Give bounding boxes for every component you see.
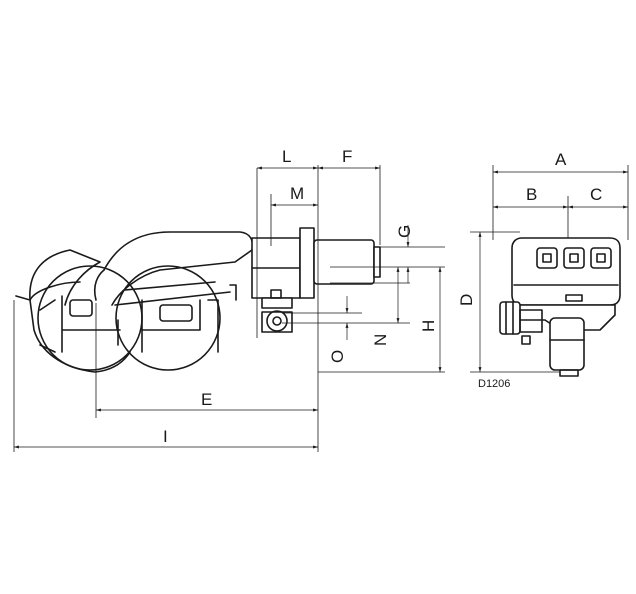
- label-E: E: [201, 390, 212, 409]
- label-B: B: [526, 185, 537, 204]
- label-C: C: [590, 185, 602, 204]
- drawing-code: D1206: [478, 378, 510, 390]
- label-D: D: [457, 294, 476, 306]
- front-view: [499, 237, 621, 377]
- label-F: F: [342, 147, 352, 166]
- label-O: O: [328, 350, 347, 363]
- label-I: I: [163, 427, 168, 446]
- dimension-lines-side: [13, 165, 445, 452]
- label-L: L: [282, 147, 291, 166]
- label-N: N: [371, 334, 390, 346]
- label-M: M: [290, 184, 304, 203]
- side-view: [15, 227, 381, 373]
- label-H: H: [419, 320, 438, 332]
- dimension-labels: L F M E I A B C G N O H D D1206: [163, 147, 602, 446]
- dimension-lines-front: [470, 165, 629, 373]
- label-G: G: [395, 225, 414, 238]
- label-A: A: [555, 150, 567, 169]
